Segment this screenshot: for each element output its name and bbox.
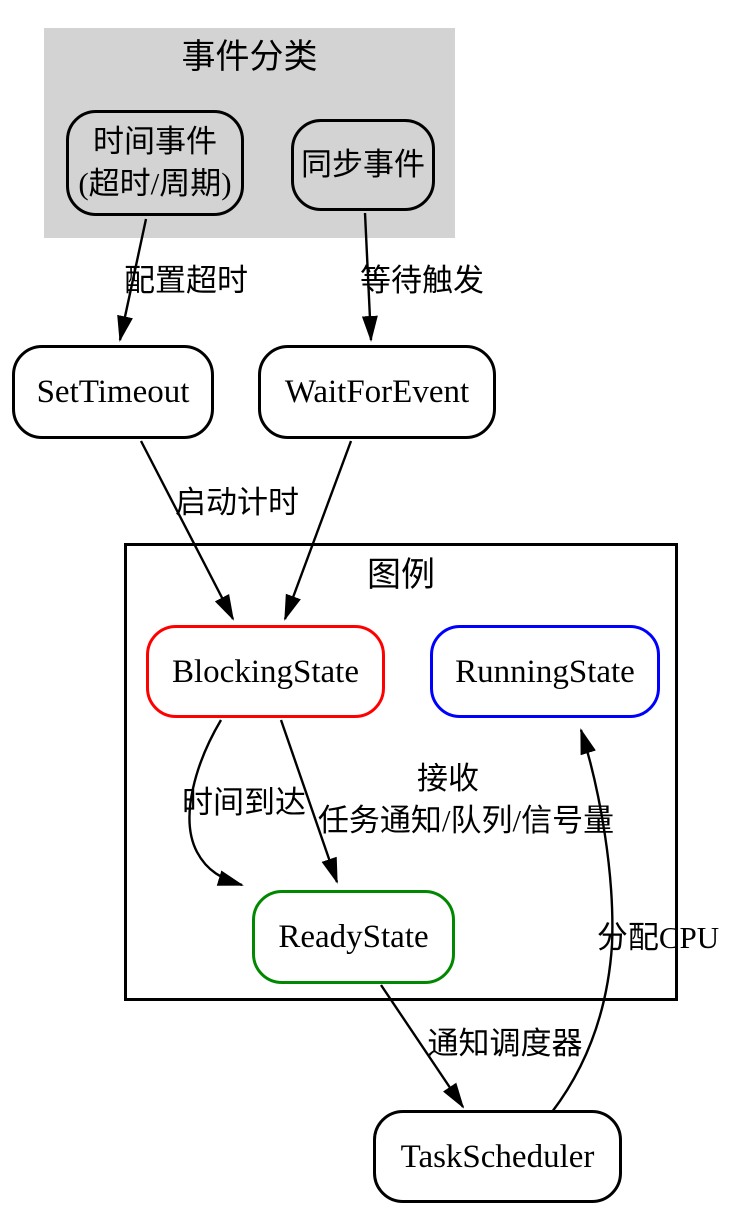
- node-set-timeout-label: SetTimeout: [36, 374, 190, 410]
- node-task-scheduler-label: TaskScheduler: [400, 1138, 595, 1175]
- node-sync-event-label: 同步事件: [301, 147, 425, 182]
- node-time-event-line1: 时间事件: [93, 124, 217, 159]
- node-wait-for-event-label: WaitForEvent: [284, 374, 470, 410]
- edge-label-start-timer: 启动计时: [175, 485, 299, 520]
- node-ready-state-label: ReadyState: [278, 919, 429, 955]
- event-classification-title: 事件分类: [181, 39, 318, 76]
- node-running-state-label: RunningState: [455, 653, 635, 690]
- node-ready-state: ReadyState: [252, 890, 455, 984]
- edge-label-configure-timeout: 配置超时: [124, 263, 248, 298]
- edge-label-receive-line1: 接收: [417, 761, 479, 796]
- edge-label-wait-trigger: 等待触发: [360, 263, 484, 298]
- node-wait-for-event: WaitForEvent: [258, 345, 496, 439]
- edge-label-allocate-cpu: 分配CPU: [596, 920, 720, 955]
- legend-title: 图例: [367, 557, 435, 594]
- node-task-scheduler: TaskScheduler: [373, 1110, 622, 1203]
- node-running-state: RunningState: [430, 625, 660, 718]
- node-blocking-state-label: BlockingState: [172, 653, 359, 690]
- node-blocking-state: BlockingState: [146, 625, 385, 718]
- edge-label-notify-scheduler: 通知调度器: [427, 1026, 583, 1061]
- edge-label-receive-line2: 任务通知/队列/信号量: [317, 803, 615, 838]
- event-classification-cluster: 事件分类: [44, 28, 455, 238]
- node-sync-event: 同步事件: [291, 119, 435, 211]
- node-time-event-line2: (超时/周期): [78, 166, 232, 201]
- node-set-timeout: SetTimeout: [12, 345, 214, 439]
- node-time-event: 时间事件 (超时/周期): [66, 110, 244, 216]
- edge-label-time-arrived: 时间到达: [182, 785, 306, 820]
